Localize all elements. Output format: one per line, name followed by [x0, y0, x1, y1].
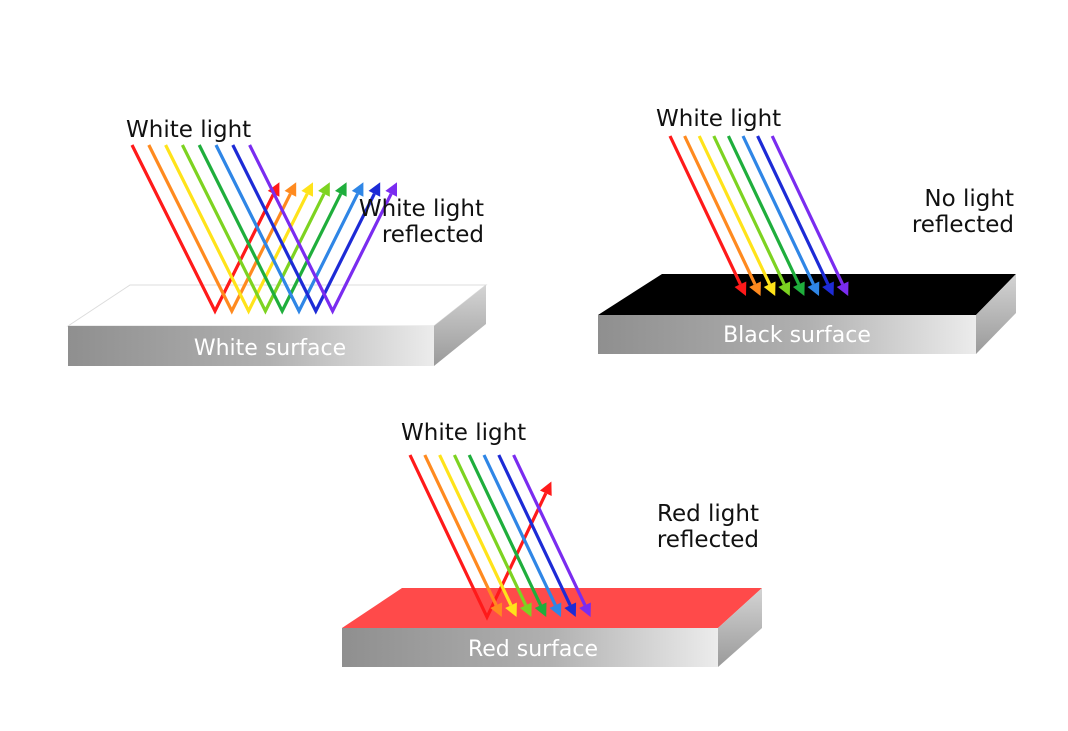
- incident-label-white: White light: [126, 117, 251, 143]
- beam-sky-blue-arrowhead: [549, 602, 562, 617]
- surface-label-black: Black surface: [723, 323, 871, 348]
- beam-blue-arrowhead: [822, 281, 834, 296]
- surface-label-red: Red surface: [468, 637, 598, 662]
- white-light-beams: [130, 144, 397, 315]
- beam-sky-blue-arrowhead: [351, 182, 364, 197]
- beam-green: [467, 454, 543, 606]
- beam-red: [130, 144, 276, 315]
- white-surface-block: [66, 284, 488, 366]
- black-surface-side: [976, 274, 1016, 354]
- surface-label-white: White surface: [194, 336, 346, 361]
- beam-lime: [452, 454, 528, 606]
- beam-blue-arrowhead: [564, 602, 577, 617]
- beam-lime: [712, 135, 786, 285]
- beam-yellow-arrowhead: [505, 602, 517, 617]
- beam-green-arrowhead: [792, 281, 805, 296]
- beam-green-arrowhead: [534, 602, 547, 617]
- beam-yellow-arrowhead: [763, 281, 776, 296]
- red-surface-side: [718, 588, 762, 667]
- beam-lime: [180, 144, 326, 315]
- incident-label-black: White light: [656, 106, 781, 132]
- beam-violet: [512, 454, 587, 606]
- beam-orange: [683, 135, 757, 285]
- beam-red-arrowhead: [734, 281, 747, 296]
- beam-sky-blue: [741, 135, 815, 285]
- beam-violet: [770, 135, 845, 285]
- beam-blue: [231, 144, 376, 315]
- red-panel-light-beams: [408, 454, 591, 621]
- white-surface-side: [434, 285, 486, 366]
- beam-red: [408, 454, 548, 621]
- beam-lime-arrowhead: [318, 182, 330, 197]
- panel-red-surface: White light Red light reflected Red surf…: [342, 420, 762, 667]
- beam-yellow: [697, 135, 772, 285]
- black-surface-block: [598, 274, 1016, 354]
- beam-red-arrowhead: [539, 481, 552, 497]
- red-surface-front: [342, 628, 718, 667]
- reflected-label-white-line2: reflected: [382, 222, 484, 248]
- beam-sky-blue: [482, 454, 557, 606]
- beam-blue: [756, 135, 830, 285]
- white-surface-front: [68, 326, 434, 366]
- reflected-label-black-line1: No light: [924, 186, 1014, 212]
- black-panel-light-beams: [668, 135, 849, 296]
- reflected-label-white-line1: White light: [359, 196, 484, 222]
- beam-green: [726, 135, 801, 285]
- beam-sky-blue: [214, 144, 360, 315]
- reflected-label-red-line2: reflected: [657, 527, 759, 553]
- beam-green: [197, 144, 343, 315]
- reflected-label-black-line2: reflected: [912, 212, 1014, 238]
- beam-orange: [147, 144, 292, 315]
- beam-lime-arrowhead: [778, 281, 791, 296]
- beam-yellow-arrowhead: [301, 182, 313, 197]
- beam-violet-arrowhead: [385, 182, 397, 197]
- beam-orange: [423, 454, 498, 606]
- panel-white-surface: White light White light reflected White …: [66, 117, 488, 366]
- beam-green-arrowhead: [334, 182, 347, 197]
- beam-violet-arrowhead: [836, 281, 849, 296]
- beam-lime-arrowhead: [519, 602, 532, 617]
- incident-label-red: White light: [401, 420, 526, 446]
- panel-black-surface: White light No light reflected Black sur…: [598, 106, 1016, 354]
- beam-violet-arrowhead: [579, 602, 591, 617]
- beam-yellow: [438, 454, 513, 606]
- beam-orange-arrowhead: [490, 602, 503, 617]
- beam-orange-arrowhead: [749, 281, 761, 296]
- beam-violet: [248, 144, 393, 315]
- beam-blue-arrowhead: [368, 182, 381, 197]
- black-surface-front: [598, 315, 976, 354]
- black-surface-top: [598, 274, 1016, 315]
- beam-red: [668, 135, 742, 285]
- beam-orange-arrowhead: [284, 182, 297, 197]
- beam-sky-blue-arrowhead: [807, 281, 820, 296]
- beam-blue: [497, 454, 572, 606]
- beam-yellow: [164, 144, 309, 315]
- reflected-label-red-line1: Red light: [657, 501, 759, 527]
